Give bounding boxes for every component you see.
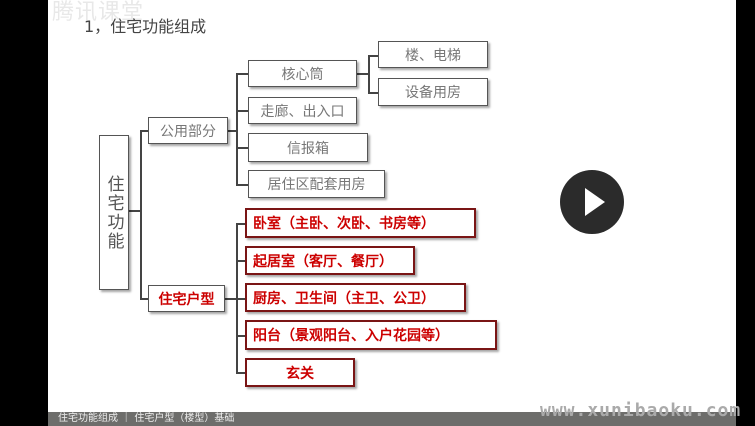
node-living: 起居室（客厅、餐厅） bbox=[245, 246, 415, 275]
connector bbox=[236, 73, 248, 75]
right-black-bar bbox=[736, 0, 755, 426]
node-unit: 住宅户型 bbox=[148, 285, 225, 312]
node-kitchen-bath: 厨房、卫生间（主卫、公卫） bbox=[245, 283, 466, 312]
connector bbox=[225, 298, 236, 300]
connector bbox=[236, 372, 245, 374]
slide-title: 1，住宅功能组成 bbox=[84, 17, 207, 36]
node-corridor: 走廊、出入口 bbox=[248, 97, 357, 124]
connector bbox=[236, 147, 248, 149]
node-bedroom: 卧室（主卧、次卧、书房等） bbox=[245, 208, 476, 238]
node-balcony: 阳台（景观阳台、入户花园等） bbox=[245, 320, 497, 350]
connector bbox=[228, 130, 236, 132]
connector bbox=[236, 335, 245, 337]
connector bbox=[236, 110, 248, 112]
connector bbox=[140, 130, 148, 132]
node-facilities: 居住区配套用房 bbox=[248, 170, 385, 198]
node-entrance: 玄关 bbox=[245, 358, 355, 387]
connector bbox=[140, 298, 148, 300]
connector bbox=[236, 223, 245, 225]
node-core: 核心筒 bbox=[248, 60, 357, 87]
connector bbox=[357, 73, 368, 75]
connector bbox=[368, 55, 370, 92]
play-button[interactable] bbox=[560, 170, 624, 234]
connector bbox=[236, 73, 238, 184]
connector bbox=[368, 92, 378, 94]
site-watermark: www.xunibaoku.com bbox=[540, 400, 742, 421]
node-public: 公用部分 bbox=[148, 117, 228, 144]
logo-watermark: 腾讯课堂 bbox=[52, 0, 145, 25]
node-equipment: 设备用房 bbox=[378, 78, 488, 106]
left-black-bar bbox=[0, 0, 48, 426]
bottom-caption-bar: 住宅功能组成 ｜ 住宅户型（楼型）基础 bbox=[48, 412, 736, 426]
node-elevator: 楼、电梯 bbox=[378, 41, 488, 68]
connector bbox=[236, 184, 248, 186]
connector bbox=[140, 130, 142, 298]
connector bbox=[236, 260, 245, 262]
node-mailbox: 信报箱 bbox=[248, 133, 368, 162]
connector bbox=[128, 210, 140, 212]
connector bbox=[368, 55, 378, 57]
root-node: 住宅功能 bbox=[99, 135, 129, 290]
connector bbox=[236, 298, 245, 300]
